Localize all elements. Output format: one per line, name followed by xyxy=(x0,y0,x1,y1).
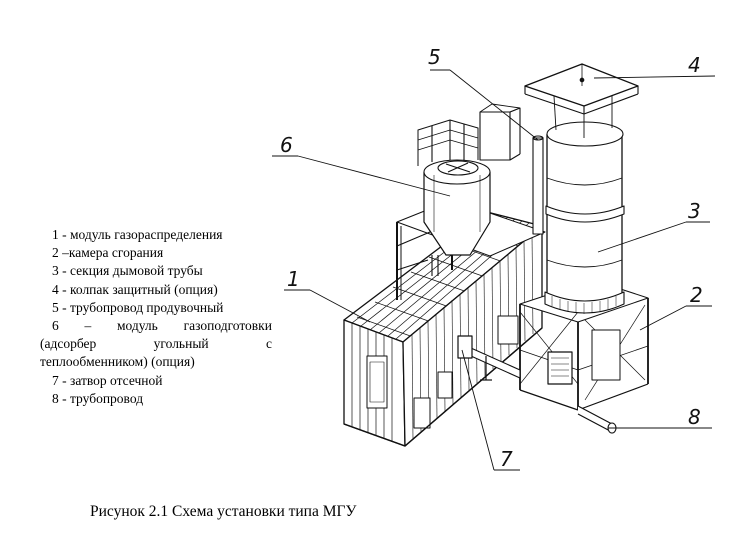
figure-caption: Рисунок 2.1 Схема установки типа МГУ xyxy=(90,503,357,520)
callout-4: 4 xyxy=(688,53,701,77)
legend: 1 - модуль газораспределения 2 –камера с… xyxy=(40,226,272,408)
legend-item-6-word-gas: газоподготовки xyxy=(183,318,272,334)
callout-6: 6 xyxy=(280,133,293,157)
legend-item-5: 5 - трубопровод продувочный xyxy=(52,299,224,315)
legend-item-6-dash: – xyxy=(84,318,92,334)
legend-item-6-line-1: 6 – модуль газоподготовки xyxy=(40,317,272,335)
legend-item-6-line-3: теплообменником) (опция) xyxy=(40,354,195,370)
protective-cap xyxy=(524,63,639,138)
legend-item-6-word-module: модуль xyxy=(117,318,158,334)
callout-7: 7 xyxy=(500,447,513,471)
gas-treatment-module xyxy=(396,103,546,300)
legend-item-6-word-adsorber: (адсорбер xyxy=(40,336,97,352)
callout-2: 2 xyxy=(690,283,703,307)
leader-lines xyxy=(272,69,716,471)
legend-item-1: 1 - модуль газораспределения xyxy=(52,227,223,242)
callout-3: 3 xyxy=(688,199,701,223)
legend-item-6-word-carbon: угольный xyxy=(153,336,209,352)
legend-item-3: 3 - секция дымовой трубы xyxy=(52,263,203,279)
legend-item-7: 7 - затвор отсечной xyxy=(52,372,163,388)
legend-item-4: 4 - колпак защитный (опция) xyxy=(52,281,218,297)
legend-item-6-word-with: с xyxy=(266,336,272,352)
legend-item-6-number: 6 xyxy=(52,318,59,334)
callout-5: 5 xyxy=(428,45,441,69)
chimney-section xyxy=(544,121,625,314)
legend-item-2: 2 –камера сгорания xyxy=(52,245,164,261)
purge-pipeline xyxy=(532,135,544,235)
legend-item-8: 8 - трубопровод xyxy=(52,390,144,406)
callout-8: 8 xyxy=(688,405,701,429)
shutoff-valve xyxy=(457,335,521,381)
legend-item-6-line-2: (адсорбер угольный с xyxy=(40,335,272,353)
callout-1: 1 xyxy=(287,267,300,291)
